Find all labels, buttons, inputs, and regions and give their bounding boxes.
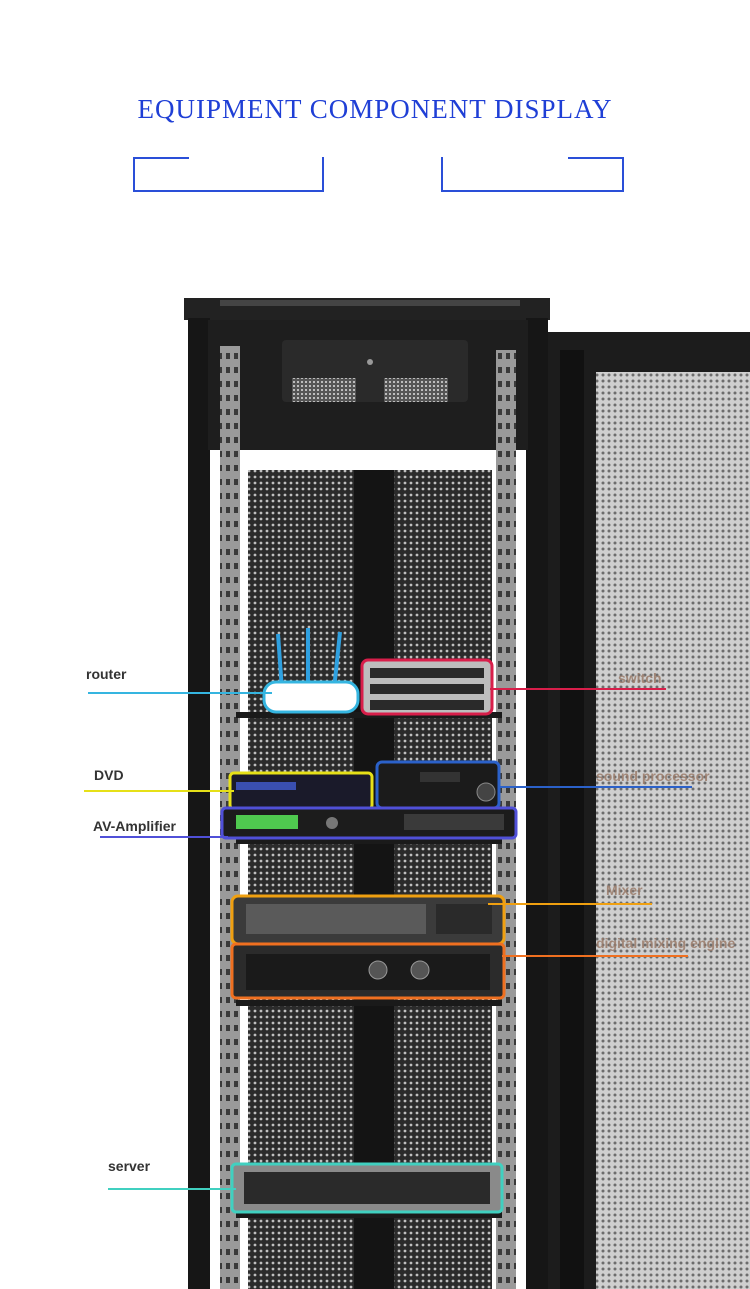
leader-sound-processor xyxy=(498,786,692,788)
label-mixer: Mixer xyxy=(606,882,643,898)
digital-mixing-engine-device xyxy=(230,942,506,1000)
title-frame-right xyxy=(441,157,624,192)
switch-device xyxy=(360,658,494,716)
mixer-device xyxy=(230,894,506,946)
dvd-device xyxy=(228,771,374,811)
label-av-amplifier: AV-Amplifier xyxy=(93,818,176,834)
label-switch: switch xyxy=(618,670,662,686)
server-device xyxy=(230,1162,504,1214)
page-title: EQUIPMENT COMPONENT DISPLAY xyxy=(137,94,613,124)
leader-mixer xyxy=(488,903,652,905)
label-dvd: DVD xyxy=(94,767,124,783)
av-amplifier-device xyxy=(220,806,518,840)
side-door xyxy=(548,332,750,1289)
label-server: server xyxy=(108,1158,151,1174)
leader-digital-mixing-engine xyxy=(502,955,688,957)
leader-av-amplifier xyxy=(100,836,228,838)
leader-router xyxy=(88,692,272,694)
title-frame-left xyxy=(133,157,324,192)
label-digital-mixing-engine: digital mixing engine xyxy=(596,935,736,951)
router-device xyxy=(262,628,360,714)
leader-switch xyxy=(490,688,666,690)
leader-dvd xyxy=(84,790,234,792)
sound-processor-device xyxy=(375,760,501,810)
label-router: router xyxy=(86,666,127,682)
leader-server xyxy=(108,1188,236,1190)
label-sound-processor: sound processor xyxy=(596,768,710,784)
